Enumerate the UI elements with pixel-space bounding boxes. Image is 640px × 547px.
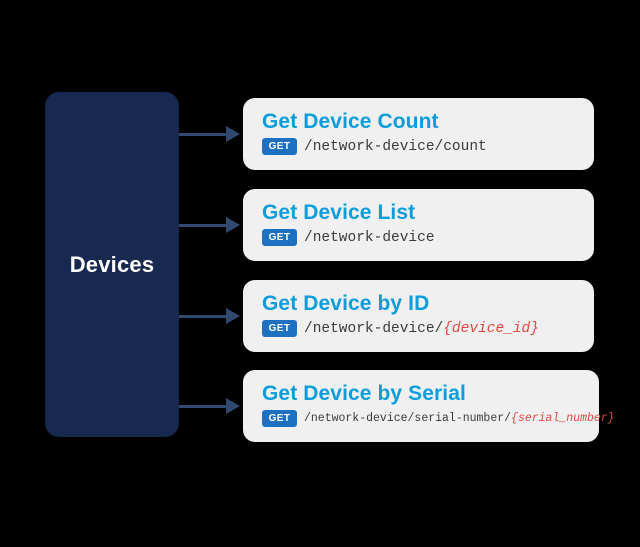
connector-arrow-3 bbox=[179, 308, 241, 324]
endpoint-title: Get Device Count bbox=[262, 110, 439, 133]
endpoint-method-row: GET /network-device/{device_id} bbox=[262, 320, 594, 338]
http-method-badge: GET bbox=[262, 410, 297, 428]
endpoint-path: /network-device/serial-number/{serial_nu… bbox=[304, 412, 615, 425]
devices-node: Devices bbox=[45, 92, 179, 437]
connector-arrow-1 bbox=[179, 126, 241, 142]
devices-node-label: Devices bbox=[69, 251, 155, 277]
http-method-badge: GET bbox=[262, 138, 297, 156]
arrow-head-icon bbox=[226, 308, 240, 324]
connector-arrow-4 bbox=[179, 398, 241, 414]
http-method-badge: GET bbox=[262, 229, 297, 247]
arrow-line bbox=[179, 314, 227, 318]
arrow-line bbox=[179, 223, 227, 227]
endpoint-title: Get Device by Serial bbox=[262, 382, 466, 405]
arrow-head-icon bbox=[226, 398, 240, 414]
endpoint-path-parameter: {serial_number} bbox=[511, 412, 615, 426]
endpoint-card-get-device-by-serial: Get Device by Serial GET /network-device… bbox=[243, 370, 615, 442]
endpoint-method-row: GET /network-device/count bbox=[262, 138, 594, 156]
endpoint-path: /network-device bbox=[304, 230, 435, 246]
endpoint-method-row: GET /network-device bbox=[262, 229, 594, 247]
endpoint-title: Get Device List bbox=[262, 201, 416, 224]
http-method-badge: GET bbox=[262, 320, 297, 338]
arrow-line bbox=[179, 404, 227, 408]
arrow-head-icon bbox=[226, 217, 240, 233]
endpoint-card-get-device-list: Get Device List GET /network-device bbox=[243, 189, 594, 261]
endpoint-card-get-device-count: Get Device Count GET /network-device/cou… bbox=[243, 98, 594, 170]
arrow-line bbox=[179, 132, 227, 136]
endpoint-path-parameter: {device_id} bbox=[443, 320, 539, 337]
endpoint-path-static: /network-device bbox=[304, 229, 435, 246]
endpoint-path-static: /network-device/ bbox=[304, 320, 444, 337]
endpoint-path: /network-device/count bbox=[304, 139, 487, 155]
endpoint-path-static: /network-device/serial-number/ bbox=[304, 412, 512, 426]
endpoint-title: Get Device by ID bbox=[262, 292, 430, 315]
connector-arrow-2 bbox=[179, 217, 241, 233]
endpoint-path: /network-device/{device_id} bbox=[304, 321, 539, 337]
endpoint-card-get-device-by-id: Get Device by ID GET /network-device/{de… bbox=[243, 280, 594, 352]
endpoint-path-static: /network-device/count bbox=[304, 138, 487, 155]
endpoint-method-row: GET /network-device/serial-number/{seria… bbox=[262, 410, 615, 428]
arrow-head-icon bbox=[226, 126, 240, 142]
